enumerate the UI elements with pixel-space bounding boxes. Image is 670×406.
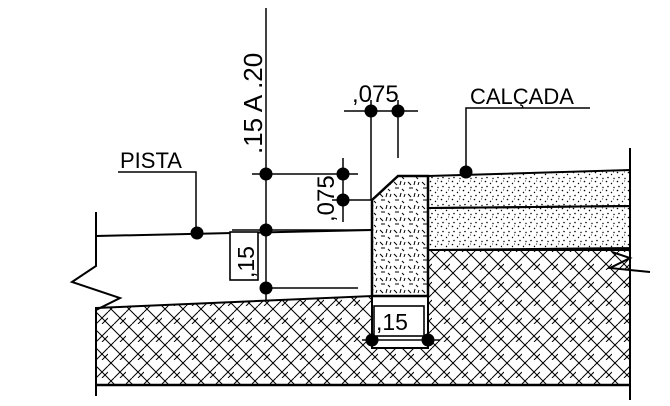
side-offset-label: ,075 — [313, 175, 340, 222]
sidewalk-base-layer — [427, 204, 631, 252]
calcada-label: CALÇADA — [470, 84, 574, 109]
curb-width-label: ,15 — [376, 309, 408, 335]
curb-width-box — [373, 305, 425, 337]
curb-height-label: ,15 — [233, 246, 259, 278]
calcada-leader — [465, 107, 590, 172]
height-range-label: .15 A .20 — [238, 53, 268, 154]
left-break-line — [69, 212, 123, 396]
subbase-hatch — [95, 249, 631, 386]
pista-leader — [118, 171, 197, 233]
curb — [370, 174, 430, 298]
right-break-line — [606, 251, 651, 273]
curb-height-box — [229, 231, 259, 281]
sidewalk-top-layer — [427, 168, 631, 210]
top-offset-label: ,075 — [352, 81, 399, 108]
pista-label: PISTA — [120, 148, 182, 173]
